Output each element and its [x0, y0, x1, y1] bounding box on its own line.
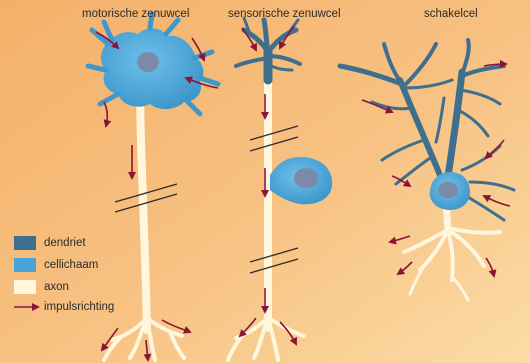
title-sensory-neuron: sensorische zenuwcel — [228, 8, 341, 20]
legend-label-cell-body: cellichaam — [44, 259, 98, 271]
legend-swatch-axon — [14, 280, 36, 294]
inter-cell-body — [430, 172, 470, 210]
legend-swatch-dendrite — [14, 236, 36, 250]
legend-item-cell-body: cellichaam — [14, 258, 98, 272]
legend-item-dendrite: dendriet — [14, 236, 86, 250]
legend-label-axon: axon — [44, 281, 69, 293]
sensory-nucleus — [294, 168, 318, 188]
title-interneuron: schakelcel — [424, 8, 478, 20]
legend-swatch-cell-body — [14, 258, 36, 272]
legend-item-axon: axon — [14, 280, 69, 294]
title-motor-neuron: motorische zenuwcel — [82, 8, 189, 20]
legend-item-impulse: impulsrichting — [14, 300, 114, 314]
motor-nucleus — [137, 52, 159, 72]
inter-nucleus — [438, 182, 458, 198]
impulse-arrow-icon — [14, 300, 42, 314]
legend-label-impulse: impulsrichting — [44, 301, 114, 313]
legend-label-dendrite: dendriet — [44, 237, 86, 249]
